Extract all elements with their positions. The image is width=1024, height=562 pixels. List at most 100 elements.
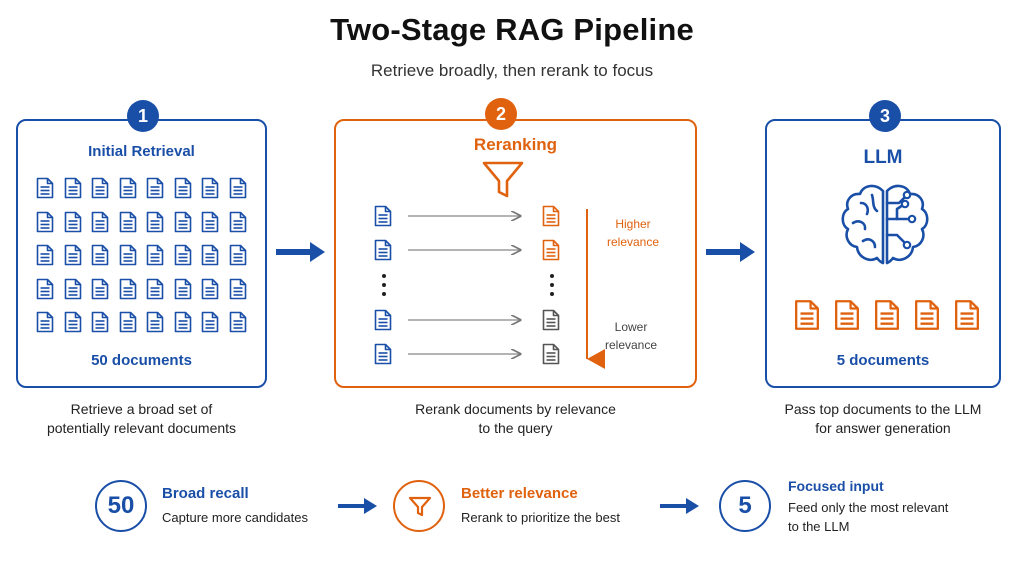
document-icon xyxy=(146,244,164,266)
input-doc-icon xyxy=(374,239,392,261)
stage-1-badge: 1 xyxy=(127,100,159,132)
stage-3-title: LLM xyxy=(863,147,903,168)
document-icon xyxy=(91,177,109,199)
stage-3-caption: Pass top documents to the LLM for answer… xyxy=(760,400,1006,438)
document-icon xyxy=(229,211,247,233)
document-icon xyxy=(201,278,219,300)
document-icon xyxy=(36,244,54,266)
ranked-doc-icon xyxy=(542,205,560,227)
document-icon xyxy=(91,211,109,233)
document-icon xyxy=(201,244,219,266)
stage-2-badge: 2 xyxy=(485,98,517,130)
ranked-doc-icon xyxy=(542,309,560,331)
stage-1-document-grid xyxy=(36,177,256,342)
document-icon xyxy=(91,311,109,333)
stage-2-caption: Rerank documents by relevance to the que… xyxy=(334,400,697,438)
document-icon xyxy=(119,211,137,233)
stage-1-title: Initial Retrieval xyxy=(88,143,195,160)
selected-documents-row xyxy=(794,299,976,331)
document-icon xyxy=(64,211,82,233)
funnel-icon xyxy=(408,496,432,517)
document-icon xyxy=(36,177,54,199)
lower-relevance-label: Lower relevance xyxy=(596,318,666,354)
summary-2-funnel xyxy=(393,480,445,532)
input-doc-icon xyxy=(374,309,392,331)
summary-1-heading: Broad recall xyxy=(162,485,249,502)
summary-arrow-1 xyxy=(338,498,377,514)
summary-arrow-2 xyxy=(660,498,699,514)
document-icon xyxy=(174,278,192,300)
stage-1-caption-line-1: Retrieve a broad set of xyxy=(70,401,213,417)
document-icon xyxy=(119,278,137,300)
flow-arrow-2 xyxy=(706,242,755,262)
document-icon xyxy=(146,311,164,333)
document-icon xyxy=(146,278,164,300)
document-icon xyxy=(36,311,54,333)
stage-2-title: Reranking xyxy=(473,135,558,154)
ranked-doc-icon xyxy=(542,239,560,261)
summary-3-heading: Focused input xyxy=(788,478,884,494)
document-icon xyxy=(201,177,219,199)
document-icon xyxy=(119,311,137,333)
stage-3-caption-line-2: for answer generation xyxy=(815,420,951,436)
stage-3-caption-line-1: Pass top documents to the LLM xyxy=(784,401,982,417)
relevance-arrow xyxy=(586,209,605,369)
rerank-arrows xyxy=(408,201,528,371)
stage-2-caption-line-2: to the query xyxy=(478,420,553,436)
document-icon xyxy=(174,177,192,199)
document-icon xyxy=(64,177,82,199)
page-title: Two-Stage RAG Pipeline xyxy=(330,12,694,47)
document-icon xyxy=(229,177,247,199)
stage-3-box: LLM 5 documents xyxy=(765,119,1001,388)
document-icon xyxy=(229,278,247,300)
flow-arrow-1 xyxy=(276,242,325,262)
document-icon xyxy=(119,177,137,199)
stage-3-count: 5 documents xyxy=(836,352,930,369)
document-icon xyxy=(119,244,137,266)
document-icon xyxy=(914,299,940,331)
summary-3-desc: Feed only the most relevant to the LLM xyxy=(788,498,948,536)
summary-3-desc-line-1: Feed only the most relevant xyxy=(788,500,949,515)
document-icon xyxy=(36,278,54,300)
higher-label-line-2: relevance xyxy=(606,235,660,249)
stage-1-caption-line-2: potentially relevant documents xyxy=(46,420,237,436)
document-icon xyxy=(794,299,820,331)
stage-1-box: Initial Retrieval 50 documents xyxy=(16,119,267,388)
document-icon xyxy=(201,311,219,333)
ellipsis-dots xyxy=(382,274,386,296)
higher-relevance-label: Higher relevance xyxy=(598,215,668,251)
page-subtitle: Retrieve broadly, then rerank to focus xyxy=(370,61,654,80)
document-icon xyxy=(174,211,192,233)
funnel-icon xyxy=(482,161,524,198)
higher-label-line-1: Higher xyxy=(615,217,651,231)
document-icon xyxy=(91,244,109,266)
document-icon xyxy=(954,299,980,331)
lower-label-line-2: relevance xyxy=(604,338,658,352)
brain-circuit-icon xyxy=(841,184,929,265)
document-icon xyxy=(36,211,54,233)
document-icon xyxy=(64,311,82,333)
stage-3-badge: 3 xyxy=(869,100,901,132)
ranked-doc-icon xyxy=(542,343,560,365)
stage-2-box: Reranking Higher relevance Lower relevan… xyxy=(334,119,697,388)
document-icon xyxy=(229,311,247,333)
document-icon xyxy=(174,244,192,266)
document-icon xyxy=(174,311,192,333)
ellipsis-dots xyxy=(550,274,554,296)
stage-1-caption: Retrieve a broad set of potentially rele… xyxy=(16,400,267,438)
summary-1-desc: Capture more candidates xyxy=(162,510,308,525)
document-icon xyxy=(874,299,900,331)
summary-2-heading: Better relevance xyxy=(461,485,578,502)
document-icon xyxy=(229,244,247,266)
lower-label-line-1: Lower xyxy=(614,320,648,334)
stage-1-count: 50 documents xyxy=(91,352,192,369)
document-icon xyxy=(146,177,164,199)
document-icon xyxy=(64,278,82,300)
document-icon xyxy=(64,244,82,266)
summary-3-value: 5 xyxy=(719,480,771,532)
summary-1-value: 50 xyxy=(95,480,147,532)
summary-3-desc-line-2: to the LLM xyxy=(788,519,850,534)
document-icon xyxy=(91,278,109,300)
document-icon xyxy=(834,299,860,331)
document-icon xyxy=(146,211,164,233)
